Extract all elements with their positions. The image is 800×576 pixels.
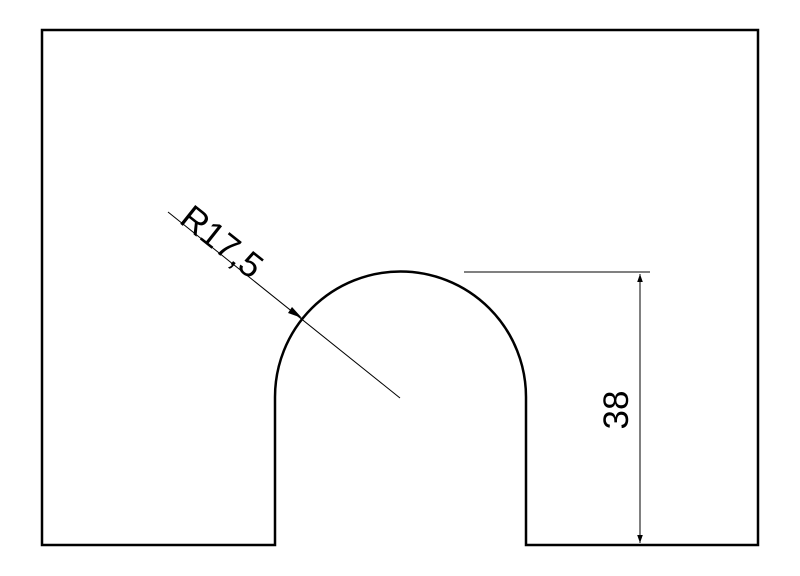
part-outline: [40, 28, 760, 547]
height-label: 38: [597, 391, 636, 430]
radius-leader-line: [167, 211, 401, 399]
radius-arrowhead: [288, 307, 302, 318]
radius-label: R17,5: [173, 198, 270, 287]
